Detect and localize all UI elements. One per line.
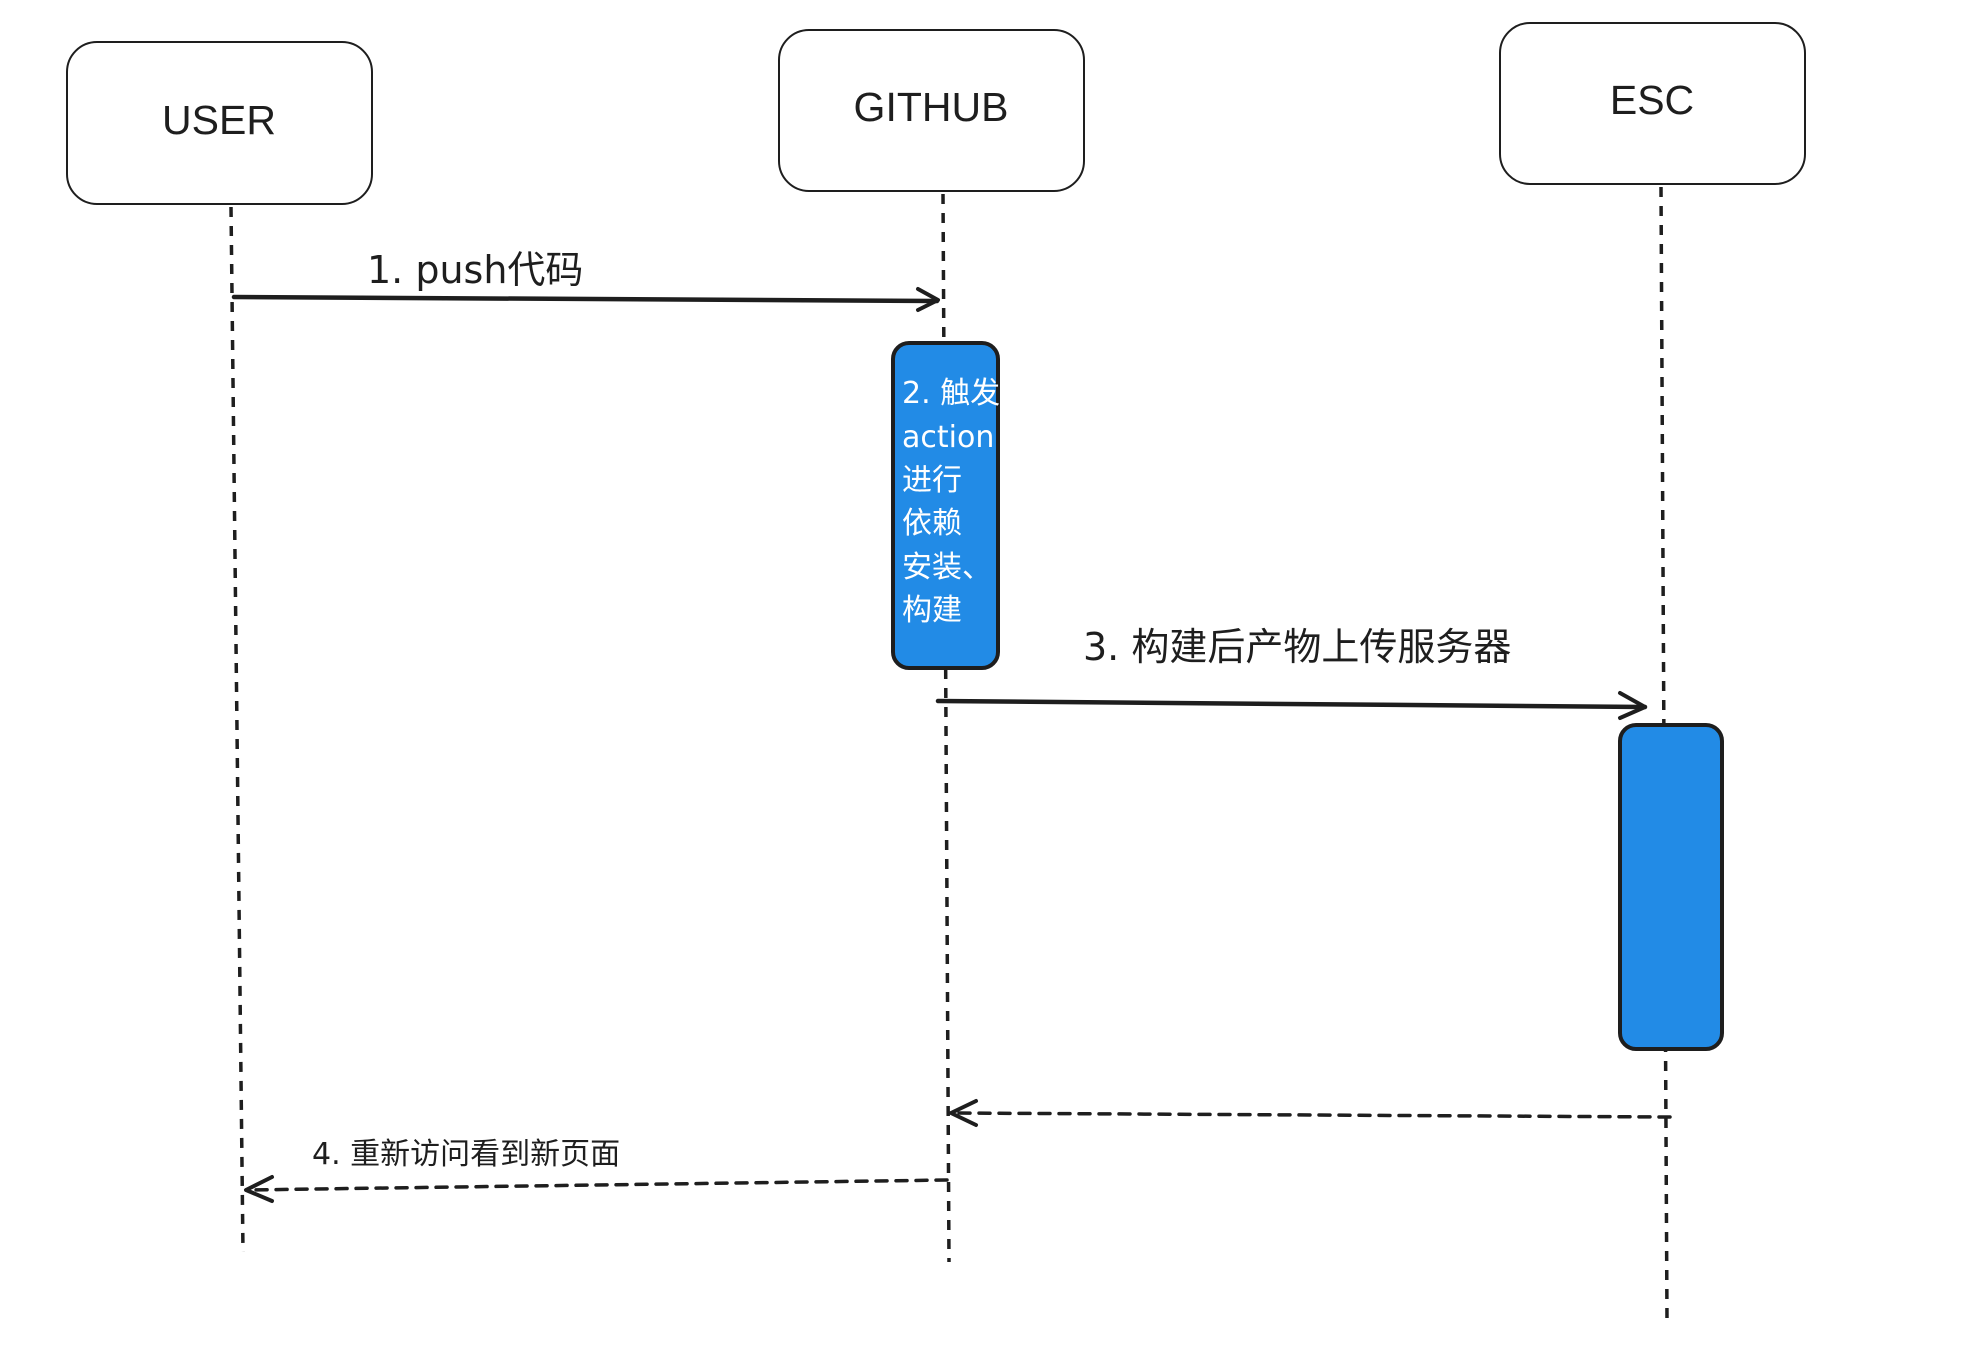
actor-esc-label: ESC	[1610, 77, 1694, 123]
activation-github-line-1: 2. 触发	[902, 376, 1000, 411]
activation-github-line-4: 依赖	[902, 506, 962, 541]
activation-github-line-2: action	[902, 420, 994, 455]
activation-github-line-3: 进行	[902, 463, 962, 498]
message-4-line	[244, 1178, 949, 1192]
actor-github-box	[778, 29, 1085, 192]
actor-esc-box	[1499, 22, 1806, 185]
message-1-label: 1. push代码	[367, 248, 583, 292]
actor-esc: ESC	[1499, 22, 1806, 185]
message-3-label: 3. 构建后产物上传服务器	[1083, 625, 1511, 669]
message-1: 1. push代码	[231, 248, 940, 312]
actor-github: GITHUB	[778, 29, 1085, 192]
message-3-line	[935, 698, 1648, 710]
message-4: 4. 重新访问看到新页面	[244, 1137, 949, 1203]
activation-esc-bar	[1618, 723, 1724, 1051]
actor-user: USER	[66, 41, 373, 205]
message-4-arrowhead	[244, 1175, 274, 1203]
message-4-label: 4. 重新访问看到新页面	[312, 1137, 620, 1172]
activation-github-line-6: 构建	[902, 593, 962, 628]
message-1-arrowhead	[916, 287, 940, 312]
message-return-esc-github-arrowhead	[949, 1099, 978, 1127]
activation-github: 2. 触发 action 进行 依赖 安装、 构建	[891, 341, 1000, 670]
activation-github-bar	[891, 341, 1000, 670]
message-1-line	[231, 294, 940, 304]
message-return-esc-github-line	[950, 1111, 1672, 1119]
actor-user-label: USER	[162, 97, 276, 143]
message-3-arrowhead	[1618, 691, 1647, 720]
activation-github-line-5: 安装、	[902, 550, 992, 585]
message-3: 3. 构建后产物上传服务器	[935, 625, 1648, 720]
activation-esc	[1618, 723, 1724, 1051]
actor-github-label: GITHUB	[854, 84, 1009, 130]
message-return-esc-github	[949, 1099, 1672, 1127]
actor-user-box	[66, 41, 373, 205]
lifeline-user	[229, 206, 245, 1253]
